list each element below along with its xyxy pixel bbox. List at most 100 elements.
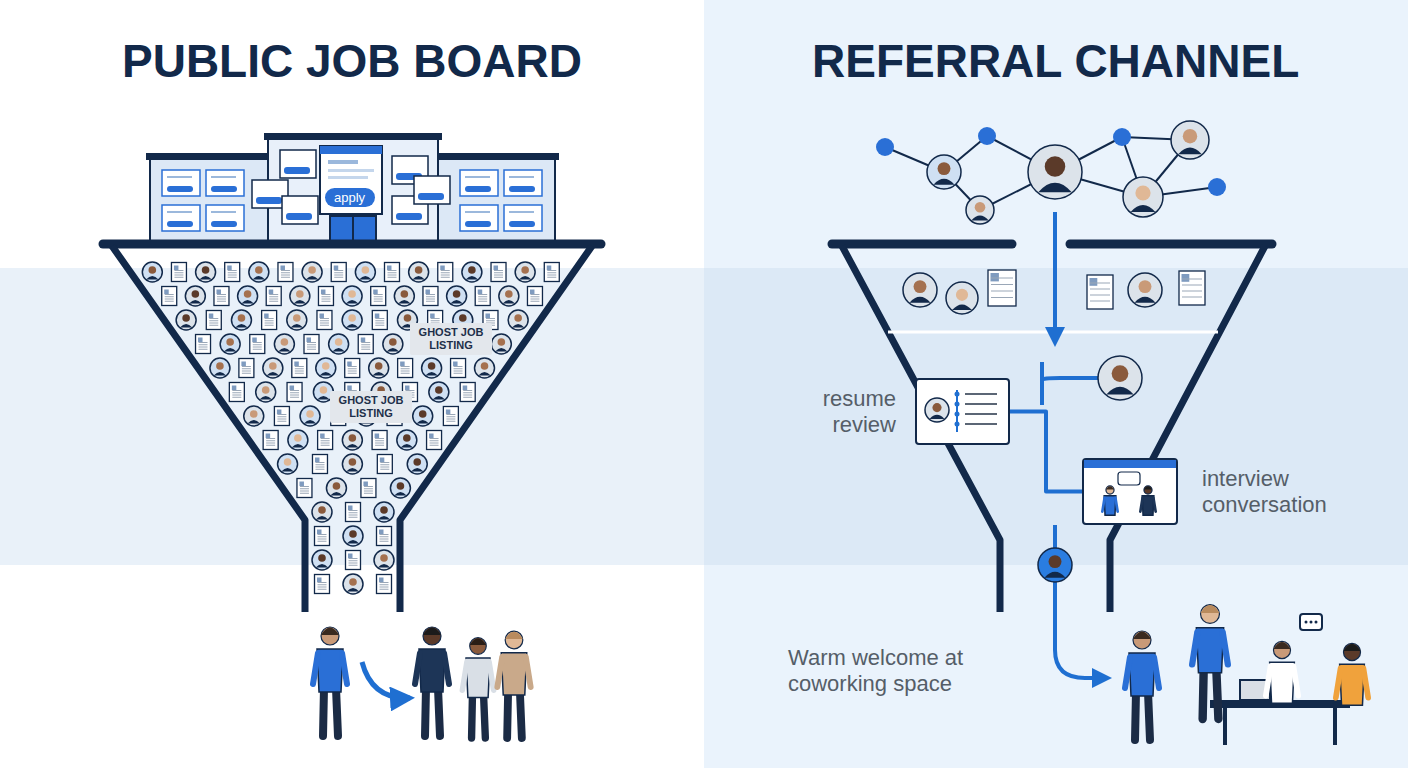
avatar-icon	[1098, 356, 1142, 400]
avatar-icon	[342, 310, 362, 330]
resume-icon	[278, 263, 293, 282]
ghost-listing-tag: GHOST JOB LISTING	[330, 391, 412, 423]
avatar-icon	[383, 334, 403, 354]
avatar-icon	[256, 382, 276, 402]
resume-icon	[358, 335, 373, 354]
resume-icon	[292, 359, 307, 378]
person-figure	[415, 627, 449, 736]
avatar-icon	[312, 550, 332, 570]
resume-icon	[312, 455, 327, 474]
resume-icon	[196, 335, 211, 354]
resume-icon	[331, 263, 346, 282]
resume-icon	[544, 263, 559, 282]
resume-icon	[317, 311, 332, 330]
avatar-icon	[903, 273, 937, 307]
avatar-icon	[274, 334, 294, 354]
avatar-icon	[508, 310, 528, 330]
resume-icon	[263, 431, 278, 450]
avatar-icon	[515, 262, 535, 282]
avatar-icon	[422, 358, 442, 378]
avatar-icon	[491, 334, 511, 354]
avatar-icon	[447, 286, 467, 306]
card-label: interview conversation	[1202, 466, 1367, 519]
person-figure	[1266, 641, 1298, 703]
avatar-icon	[326, 478, 346, 498]
avatar-icon	[925, 398, 949, 422]
resume-card: resume review	[915, 378, 1010, 445]
resume-icon	[451, 359, 466, 378]
resume-icon	[377, 455, 392, 474]
tag-label: GHOST JOB LISTING	[415, 326, 487, 351]
resume-icon	[214, 287, 229, 306]
person-figure	[462, 638, 493, 738]
tag-label: GHOST JOB LISTING	[335, 394, 407, 419]
avatar-icon	[374, 502, 394, 522]
resume-icon	[262, 311, 277, 330]
person-figure	[1140, 486, 1155, 515]
resume-icon	[287, 383, 302, 402]
hire-arrow	[362, 662, 410, 698]
apply-button: apply	[325, 188, 375, 207]
resume-icon	[346, 551, 361, 570]
right-ground	[704, 0, 1408, 768]
person-figure	[1336, 643, 1368, 705]
avatar-icon	[196, 262, 216, 282]
resume-icon	[377, 527, 392, 546]
avatar-icon	[1028, 145, 1082, 199]
avatar-icon	[407, 454, 427, 474]
avatar-icon	[244, 406, 264, 426]
network-avatars	[927, 121, 1209, 224]
resume-icon	[162, 287, 177, 306]
resume-icon	[443, 407, 458, 426]
panel-heading: REFERRAL CHANNEL	[812, 34, 1299, 88]
avatar-icon	[394, 286, 414, 306]
person-figure	[497, 631, 530, 738]
resume-icon	[315, 527, 330, 546]
card-icon	[917, 380, 1008, 443]
avatar-icon	[1038, 548, 1072, 582]
avatar-icon	[329, 334, 349, 354]
person-figure	[1102, 486, 1117, 515]
avatar-icon	[374, 550, 394, 570]
resume-icon	[1179, 271, 1205, 305]
person-figure	[1125, 631, 1159, 740]
avatar-icon	[342, 430, 362, 450]
public-funnel	[103, 244, 601, 612]
resume-icon	[297, 479, 312, 498]
avatar-icon	[927, 155, 961, 189]
avatar-icon	[176, 310, 196, 330]
office-building	[146, 133, 559, 242]
avatar-icon	[238, 286, 258, 306]
panel-heading: PUBLIC JOB BOARD	[122, 34, 582, 88]
avatar-icon	[369, 358, 389, 378]
avatar-icon	[300, 406, 320, 426]
avatar-icon	[1171, 121, 1209, 159]
resume-icon	[225, 263, 240, 282]
avatar-icon	[1123, 177, 1163, 217]
resume-icon	[460, 383, 475, 402]
resume-icon	[372, 311, 387, 330]
resume-icon	[438, 263, 453, 282]
resume-icon	[475, 287, 490, 306]
resume-icon	[398, 359, 413, 378]
person-figure	[313, 627, 347, 736]
hired-group	[313, 627, 531, 738]
coworking-scene	[1125, 605, 1368, 745]
resume-icon	[361, 479, 376, 498]
avatar-icon	[220, 334, 240, 354]
avatar-icon	[288, 430, 308, 450]
resume-icon	[423, 287, 438, 306]
avatar-icon	[462, 262, 482, 282]
avatar-icon	[185, 286, 205, 306]
avatar-icon	[290, 286, 310, 306]
left-ground	[0, 0, 704, 768]
avatar-icon	[210, 358, 230, 378]
card-icon	[1084, 460, 1176, 523]
avatar-icon	[142, 262, 162, 282]
avatar-icon	[316, 358, 336, 378]
referral-flow	[1042, 212, 1108, 678]
card-label: resume review	[800, 386, 896, 439]
avatar-icon	[966, 196, 994, 224]
